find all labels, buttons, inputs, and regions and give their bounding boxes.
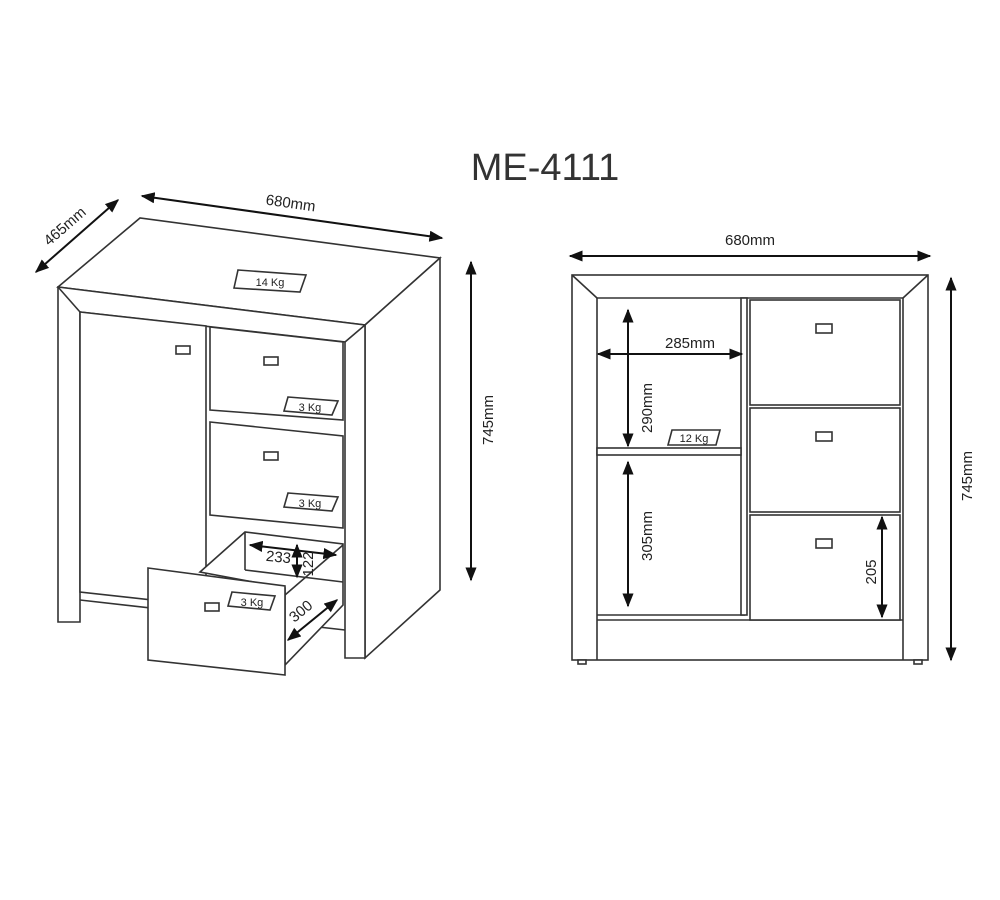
svg-text:14 Kg: 14 Kg bbox=[256, 277, 285, 289]
width-dimension bbox=[140, 192, 444, 242]
svg-text:305mm: 305mm bbox=[639, 511, 656, 561]
svg-text:680mm: 680mm bbox=[265, 192, 317, 216]
drawer-2 bbox=[209, 421, 344, 529]
perspective-view: 14 Kg 3 Kg 3 Kg 3 Kg 680mm 465mm 745mm 2… bbox=[34, 192, 497, 676]
load-tag-drawer-2: 3 Kg bbox=[282, 492, 340, 512]
drawer-handle bbox=[815, 431, 833, 442]
svg-text:233: 233 bbox=[265, 548, 292, 568]
svg-text:3 Kg: 3 Kg bbox=[241, 597, 264, 609]
depth-dimension bbox=[34, 199, 120, 273]
center-divider bbox=[740, 297, 748, 616]
drawer-handle bbox=[815, 538, 833, 549]
drawer-handle bbox=[263, 451, 279, 461]
front-drawer-2 bbox=[749, 407, 901, 513]
load-tag-drawer-3: 3 Kg bbox=[226, 591, 277, 611]
svg-text:12 Kg: 12 Kg bbox=[680, 433, 709, 445]
drawer-handle bbox=[204, 602, 220, 612]
load-tag-top: 14 Kg bbox=[233, 269, 308, 293]
door-handle bbox=[175, 345, 191, 355]
svg-text:465mm: 465mm bbox=[41, 204, 90, 250]
cabinet-door bbox=[79, 311, 207, 607]
cabinet-side bbox=[364, 256, 441, 660]
front-drawer-1 bbox=[749, 299, 901, 406]
svg-text:680mm: 680mm bbox=[725, 232, 775, 249]
shelf bbox=[596, 447, 742, 456]
svg-text:122: 122 bbox=[300, 551, 317, 576]
drawer-handle bbox=[815, 323, 833, 334]
svg-text:745mm: 745mm bbox=[480, 395, 497, 445]
svg-text:285mm: 285mm bbox=[665, 335, 715, 352]
svg-text:205: 205 bbox=[863, 559, 880, 584]
svg-text:3 Kg: 3 Kg bbox=[299, 498, 322, 510]
svg-text:290mm: 290mm bbox=[639, 383, 656, 433]
drawer-handle bbox=[263, 356, 279, 366]
svg-text:3 Kg: 3 Kg bbox=[299, 402, 322, 414]
load-tag-shelf: 12 Kg bbox=[666, 429, 722, 446]
load-tag-drawer-1: 3 Kg bbox=[282, 396, 340, 416]
front-drawer-3 bbox=[749, 514, 901, 621]
model-title: ME-4111 bbox=[471, 147, 620, 189]
drawer-3-front bbox=[147, 567, 286, 676]
drawer-1 bbox=[209, 326, 344, 421]
front-view: 12 Kg 680mm 745mm 285mm 290mm 305mm 205 bbox=[568, 232, 976, 665]
svg-text:745mm: 745mm bbox=[959, 451, 976, 501]
